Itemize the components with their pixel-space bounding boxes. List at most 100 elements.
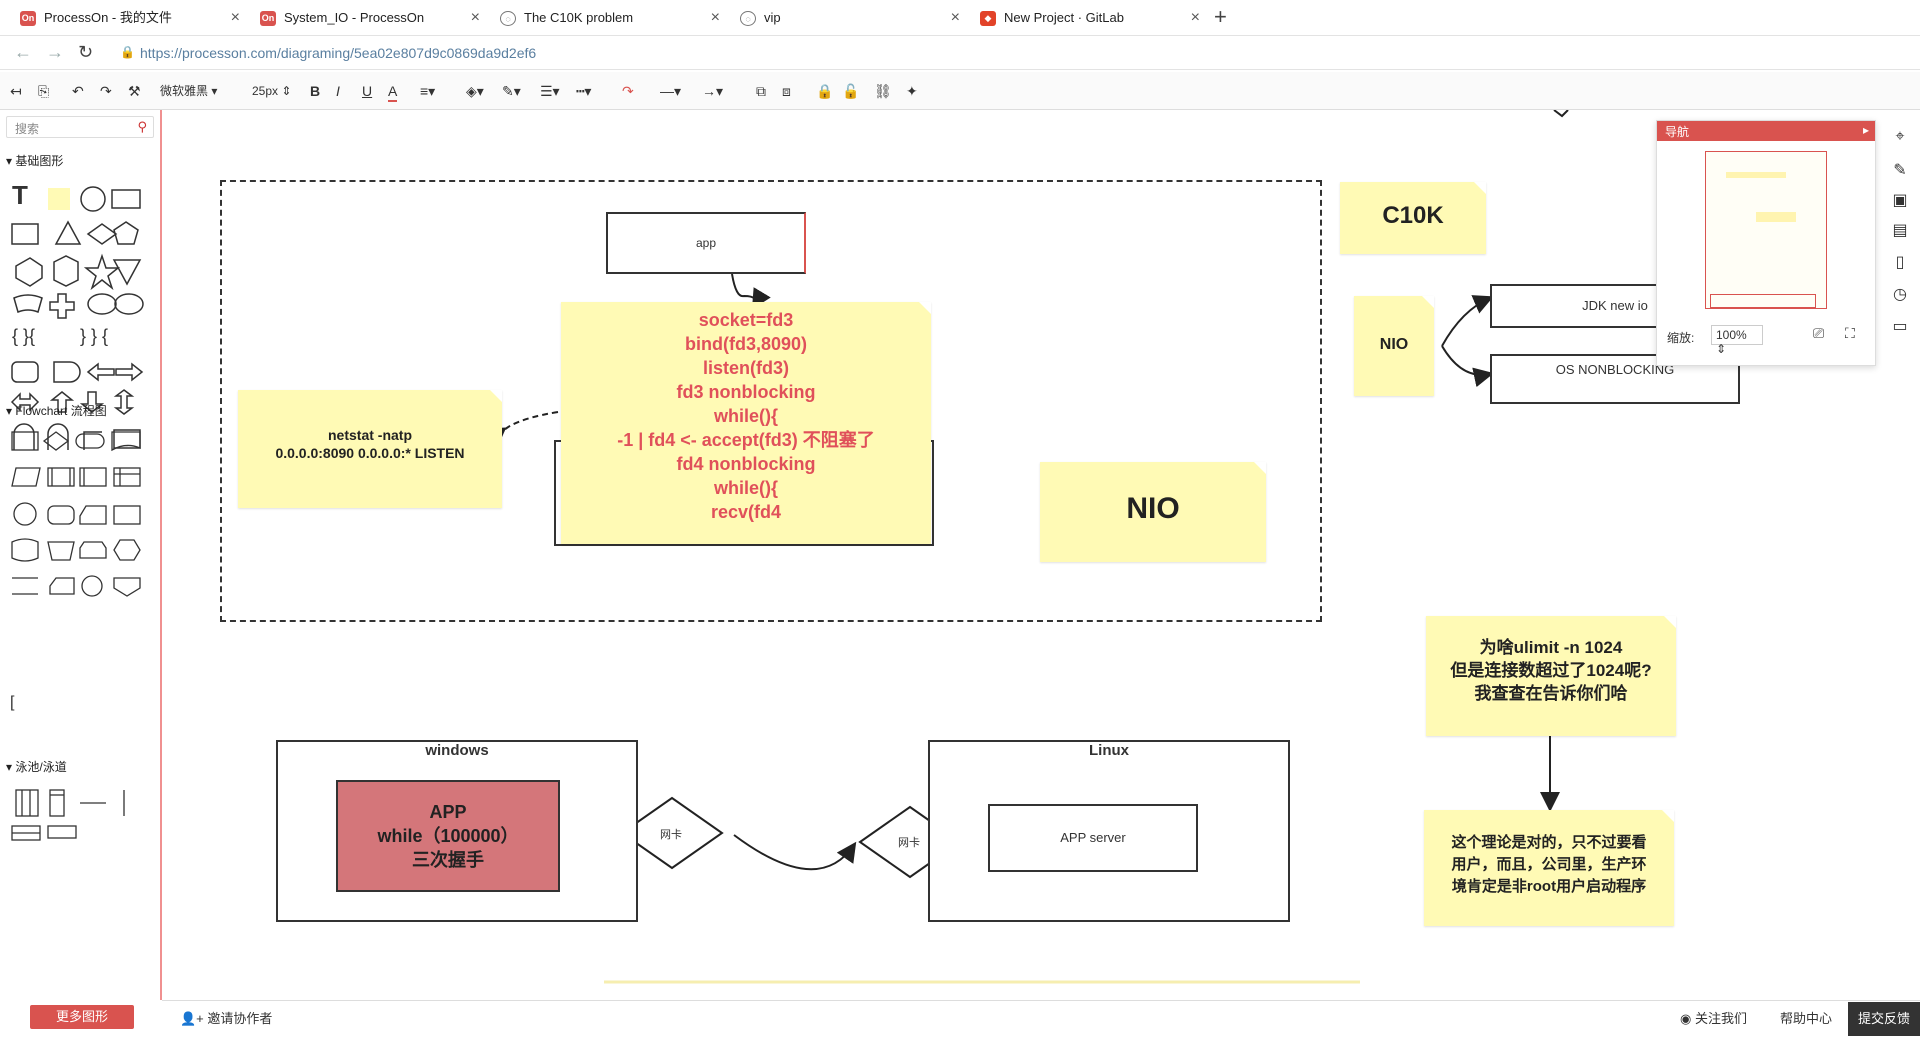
nic-left-label: 网卡 — [660, 829, 682, 841]
theory-line: 用户，而且，公司里，生产环 — [1451, 856, 1647, 873]
send-back-icon[interactable]: ⧈ — [782, 83, 791, 99]
close-icon[interactable]: × — [230, 9, 240, 26]
line-color-icon[interactable]: ✎▾ — [502, 83, 521, 99]
help-center-button[interactable]: 帮助中心 — [1780, 1011, 1833, 1026]
close-icon[interactable]: × — [1190, 9, 1200, 26]
code-line: listen(fd3) — [702, 358, 789, 378]
reload-icon[interactable]: ↻ — [78, 42, 94, 62]
theory-note[interactable]: 这个理论是对的，只不过要看 用户，而且，公司里，生产环 境肯定是非root用户启… — [1424, 810, 1674, 926]
tab-vip[interactable]: ◌ vip × — [734, 6, 966, 32]
collapse-icon[interactable]: ▸ — [1862, 123, 1869, 137]
code-line: socket=fd3 — [698, 310, 794, 330]
format-painter-icon[interactable]: ⎘ — [38, 83, 50, 99]
tab-processon-files[interactable]: On ProcessOn - 我的文件 × — [14, 6, 246, 32]
ulimit-note[interactable]: 为啥ulimit -n 1024 但是连接数超过了1024呢? 我查查在告诉你们… — [1426, 616, 1676, 736]
font-select[interactable]: 微软雅黑 ▾ — [160, 84, 218, 98]
tab-system-io[interactable]: On System_IO - ProcessOn × — [254, 6, 486, 32]
nic-to-nic-arrow — [733, 834, 857, 871]
svg-text:} } {: } } { — [80, 326, 108, 346]
section-basic-shapes[interactable]: ▾ 基础图形 — [6, 154, 64, 168]
app-box[interactable]: app — [606, 212, 806, 274]
italic-button[interactable]: I — [336, 83, 340, 99]
font-size-select[interactable]: 25px ⇕ — [252, 84, 292, 98]
close-icon[interactable]: × — [950, 9, 960, 26]
code-note[interactable]: socket=fd3 bind(fd3,8090) listen(fd3) fd… — [561, 302, 931, 544]
svg-text:T: T — [12, 180, 28, 210]
bring-front-icon[interactable]: ⧉ — [756, 83, 766, 99]
fit-screen-icon[interactable]: ⎚ — [1813, 325, 1825, 341]
back-to-files-icon[interactable]: ↤ — [10, 83, 22, 99]
c10k-note[interactable]: C10K — [1340, 182, 1486, 254]
comment-icon[interactable]: ▭ — [1892, 318, 1908, 335]
align-icon[interactable]: ≡▾ — [420, 83, 436, 99]
back-icon[interactable]: ← — [14, 42, 32, 62]
section-flowchart[interactable]: ▾ Flowchart 流程图 — [6, 404, 107, 418]
style-icon[interactable]: ✎ — [1893, 162, 1907, 179]
data-icon[interactable]: ▤ — [1892, 222, 1908, 239]
tab-gitlab[interactable]: ◆ New Project · GitLab × — [974, 6, 1206, 32]
navigator-title[interactable]: 导航▸ — [1657, 121, 1875, 141]
globe-icon: ◌ — [740, 11, 756, 26]
processon-icon: On — [260, 11, 276, 26]
nio-big-label: NIO — [1126, 492, 1180, 525]
unlock-icon[interactable]: 🔓 — [842, 83, 860, 99]
redo-icon[interactable]: ↷ — [100, 83, 112, 99]
theory-line: 境肯定是非root用户启动程序 — [1451, 878, 1647, 895]
viewport-rect[interactable] — [1710, 294, 1816, 308]
line-width-icon[interactable]: ☰▾ — [540, 83, 560, 99]
code-line: bind(fd3,8090) — [684, 334, 808, 354]
zoom-input[interactable]: 100% ⇕ — [1711, 325, 1763, 356]
nio-small-note[interactable]: NIO — [1354, 296, 1434, 396]
netstat-line: netstat -natp — [328, 427, 412, 443]
history-icon[interactable]: ◷ — [1893, 286, 1907, 303]
app-box-line: APP — [429, 802, 467, 822]
app-loop-box[interactable]: APP while（100000） 三次握手 — [336, 780, 560, 892]
new-tab-button[interactable]: + — [1214, 4, 1227, 29]
code-line: -1 | fd4 <- accept(fd3) 不阻塞了 — [617, 430, 875, 450]
undo-icon[interactable]: ↶ — [72, 83, 84, 99]
section-swimlane[interactable]: ▾ 泳池/泳道 — [6, 760, 67, 774]
close-icon[interactable]: × — [470, 9, 480, 26]
connector-icon[interactable]: ↷ — [622, 83, 634, 99]
forward-icon[interactable]: → — [46, 42, 64, 62]
diagram-canvas[interactable]: app kernel socket=fd3 bind(fd3,8090) lis… — [164, 110, 1920, 1000]
bracket-shape[interactable]: [ — [10, 694, 15, 711]
line-style-icon[interactable]: ┅▾ — [576, 83, 592, 99]
follow-us-button[interactable]: ◉ 关注我们 — [1680, 1011, 1747, 1026]
feedback-button[interactable]: 提交反馈 — [1848, 1002, 1920, 1036]
nio-big-note[interactable]: NIO — [1040, 462, 1266, 562]
bold-button[interactable]: B — [310, 83, 321, 99]
fullscreen-icon[interactable]: ⛶ — [1845, 325, 1855, 341]
navigator-preview[interactable] — [1705, 151, 1827, 309]
fill-color-icon[interactable]: ◈▾ — [466, 83, 484, 99]
magic-wand-icon[interactable]: ✦ — [906, 83, 918, 99]
preview-mark — [1726, 172, 1786, 178]
underline-button[interactable]: U — [362, 83, 373, 99]
basic-shapes-grid[interactable]: T { }{ } } { — [8, 180, 148, 520]
netstat-note[interactable]: netstat -natp 0.0.0.0:8090 0.0.0.0:* LIS… — [238, 390, 502, 508]
app-server-box[interactable]: APP server — [988, 804, 1198, 872]
link-icon[interactable]: ⛓ — [874, 83, 892, 99]
font-color-button[interactable]: A — [388, 80, 398, 102]
tab-c10k[interactable]: ◌ The C10K problem × — [494, 6, 726, 32]
container-dashed-box[interactable] — [220, 180, 1322, 622]
search-icon[interactable]: ⚲ — [137, 119, 147, 134]
nic-left-diamond[interactable] — [620, 796, 724, 870]
browser-tabbar: On ProcessOn - 我的文件 × On System_IO - Pro… — [0, 0, 1920, 36]
flowchart-shapes-grid[interactable] — [8, 428, 148, 608]
close-icon[interactable]: × — [710, 9, 720, 26]
line-end-icon[interactable]: →▾ — [702, 83, 724, 99]
swimlane-shapes-grid[interactable] — [8, 786, 148, 856]
invite-collaborator-button[interactable]: 👤+ 邀请协作者 — [180, 1011, 273, 1026]
lock-shape-icon[interactable]: 🔒 — [816, 83, 834, 99]
brush-icon[interactable]: ⚒ — [128, 83, 141, 99]
line-start-icon[interactable]: —▾ — [660, 83, 682, 99]
image-icon[interactable]: ▣ — [1892, 192, 1908, 209]
os-box[interactable]: OS NONBLOCKING — [1490, 354, 1740, 404]
url-field[interactable]: https://processon.com/diagraming/5ea02e8… — [140, 45, 537, 61]
locate-icon[interactable]: ⌖ — [1895, 128, 1905, 145]
page-icon[interactable]: ▯ — [1895, 254, 1905, 271]
tab-label: The C10K problem — [524, 10, 634, 25]
shape-search-input[interactable]: 搜索 ⚲ — [6, 116, 154, 138]
more-shapes-button[interactable]: 更多图形 — [30, 1005, 134, 1029]
